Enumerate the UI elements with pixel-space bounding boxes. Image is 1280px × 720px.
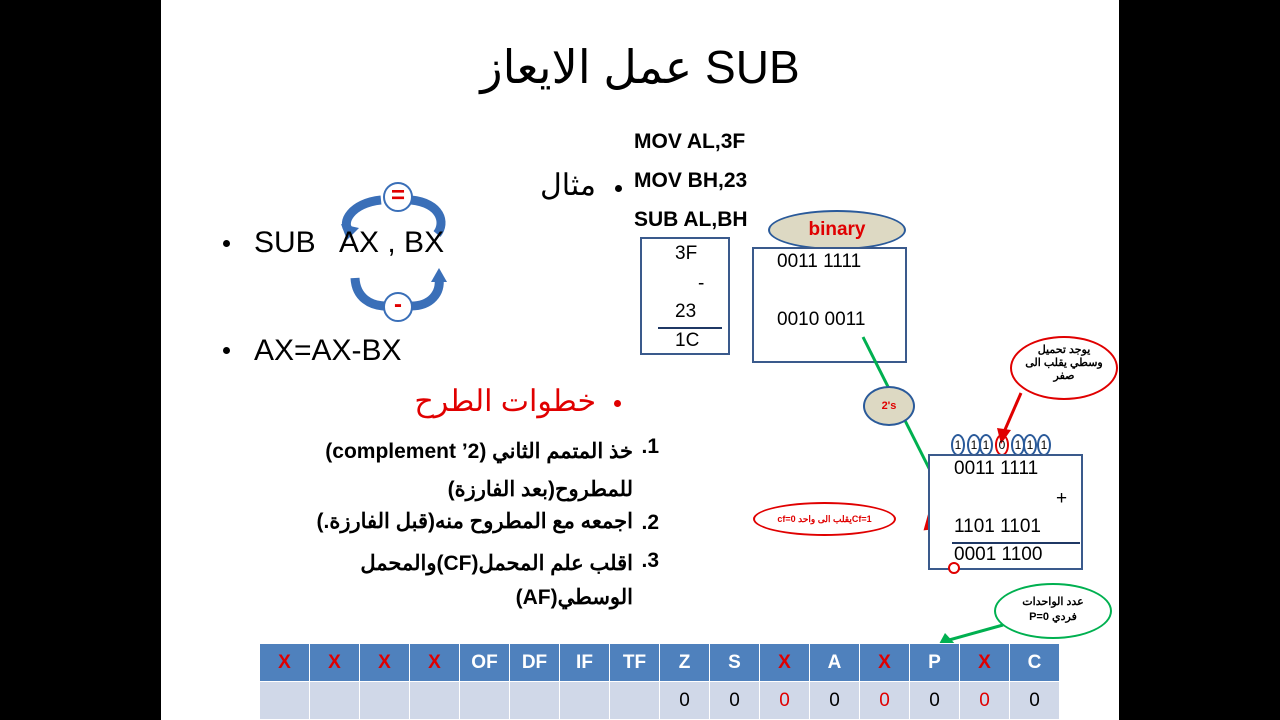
flag-value xyxy=(359,681,410,720)
add-a: 0011 1111 xyxy=(954,458,1039,479)
binary-a: 0011 1111 xyxy=(777,251,862,272)
carry-bit: 1 xyxy=(1023,434,1037,456)
sub-bullet: SUB AX , BX xyxy=(254,226,445,259)
addition-calc-box: 0011 1111 + 1101 1101 0001 1100 xyxy=(928,454,1083,570)
hex-a: 3F xyxy=(675,243,698,264)
flag-value xyxy=(259,681,310,720)
flag-header: X xyxy=(309,643,360,682)
step-text: اقلب علم المحمل(CF)والمحمل الوسطي(AF) xyxy=(360,552,633,609)
binary-label: binary xyxy=(768,210,906,250)
af-note: يوجد تحميل وسطي يقلب الى صفر xyxy=(1010,336,1118,400)
flag-header: DF xyxy=(509,643,560,682)
flag-header: TF xyxy=(609,643,660,682)
ax-bullet: AX=AX-BX xyxy=(254,334,402,367)
flag-value: 0 xyxy=(959,681,1010,720)
add-op: + xyxy=(1056,488,1068,509)
step-text: خذ المتمم الثاني (2’ complement) للمطروح… xyxy=(325,440,633,501)
bullet-dot xyxy=(614,400,621,407)
flag-value: 0 xyxy=(709,681,760,720)
hex-b: 23 xyxy=(675,301,697,322)
flag-header: A xyxy=(809,643,860,682)
flag-value: 0 xyxy=(909,681,960,720)
flag-header: S xyxy=(709,643,760,682)
flag-header: P xyxy=(909,643,960,682)
flag-header: X xyxy=(859,643,910,682)
sum-line xyxy=(658,327,722,329)
code-line-2: MOV BH,23 xyxy=(634,169,748,192)
carry-out-marker xyxy=(948,562,960,574)
carry-bit: 1 xyxy=(979,434,993,456)
bullet-dot xyxy=(223,347,230,354)
flag-header: Z xyxy=(659,643,710,682)
binary-b: 0010 0011 xyxy=(777,309,866,330)
hex-calc-box: 3F - 23 1C xyxy=(640,237,730,355)
flag-value xyxy=(459,681,510,720)
carry-bit: 1 xyxy=(1037,434,1051,456)
add-b: 1101 1101 xyxy=(954,516,1041,537)
parity-note: عدد الواحدات فردي P=0 xyxy=(994,583,1112,639)
minus-badge: - xyxy=(383,292,413,322)
step-text: اجمعه مع المطروح منه(قبل الفارزة.) xyxy=(316,510,633,533)
flag-value xyxy=(409,681,460,720)
flag-header: X xyxy=(259,643,310,682)
flag-value: 0 xyxy=(759,681,810,720)
step-number: 2. xyxy=(641,511,659,534)
flag-value xyxy=(559,681,610,720)
flag-value xyxy=(509,681,560,720)
flag-value: 0 xyxy=(1009,681,1060,720)
steps-heading: خطوات الطرح xyxy=(414,385,596,418)
flag-header: X xyxy=(359,643,410,682)
flag-value xyxy=(609,681,660,720)
flag-value: 0 xyxy=(659,681,710,720)
code-line-1: MOV AL,3F xyxy=(634,130,746,153)
bullet-dot xyxy=(615,185,622,192)
carry-bit: 1 xyxy=(951,434,965,456)
hex-result: 1C xyxy=(675,330,700,351)
flag-header: X xyxy=(759,643,810,682)
cf-note: Cf=1يقلب الى واحد cf=0 xyxy=(753,502,896,536)
slide: عمل الايعاز SUB = - SUB AX , BX AX=AX-BX… xyxy=(161,0,1119,720)
sum-line xyxy=(952,542,1080,544)
hex-op: - xyxy=(698,273,705,294)
slide-title: عمل الايعاز SUB xyxy=(480,41,800,93)
flag-header: IF xyxy=(559,643,610,682)
binary-calc-box: 0011 1111 0010 0011 xyxy=(752,247,907,363)
step-number: 1. xyxy=(641,435,659,458)
example-label: مثال xyxy=(539,169,596,202)
flag-header: OF xyxy=(459,643,510,682)
cycle-arrows-icon xyxy=(341,195,447,311)
code-line-3: SUB AL,BH xyxy=(634,208,748,231)
flag-value xyxy=(309,681,360,720)
flag-value: 0 xyxy=(859,681,910,720)
carry-row: 1 1 1 0 1 1 1 xyxy=(949,434,1051,456)
flag-header: C xyxy=(1009,643,1060,682)
add-result: 0001 1100 xyxy=(954,544,1043,565)
bullet-dot xyxy=(223,240,230,247)
arrows-overlay xyxy=(861,336,1023,646)
step-number: 3. xyxy=(641,549,659,572)
twos-complement-label: 2's xyxy=(863,386,915,426)
flag-header: X xyxy=(409,643,460,682)
equals-badge: = xyxy=(383,182,413,212)
flag-value: 0 xyxy=(809,681,860,720)
carry-bit: 0 xyxy=(995,434,1009,456)
flag-header: X xyxy=(959,643,1010,682)
